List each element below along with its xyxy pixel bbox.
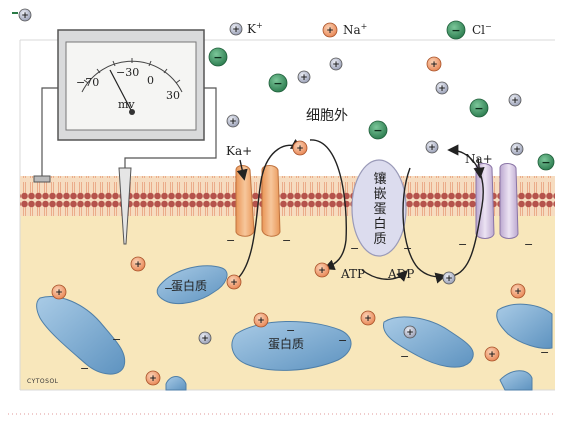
svg-text:+: + xyxy=(296,144,304,154)
ka-channel-label: Ka+ xyxy=(226,144,253,158)
svg-text:+: + xyxy=(332,60,340,70)
na-ion-icon xyxy=(51,22,526,386)
svg-text:+: + xyxy=(201,334,209,344)
svg-text:−: − xyxy=(524,238,533,251)
na-channel xyxy=(475,163,519,239)
svg-text:−: − xyxy=(164,282,173,295)
ground-electrode xyxy=(33,175,51,183)
ion-charges: + + + + + + + + + + + + + + + + + + + + + + + + xyxy=(21,11,522,384)
svg-text:−: − xyxy=(112,333,121,346)
svg-text:−: − xyxy=(540,346,549,359)
svg-text:+: + xyxy=(300,73,308,83)
extracellular-label: 细胞外 xyxy=(306,108,348,124)
svg-text:+: + xyxy=(232,25,240,35)
na-influx-arrow xyxy=(447,144,484,277)
protein-label-2: 蛋白质 xyxy=(268,337,305,351)
svg-text:−: − xyxy=(282,234,291,247)
svg-text:−: − xyxy=(541,156,550,169)
pump-na-arrow xyxy=(402,167,447,284)
meter-tick-minus70: −70 xyxy=(76,76,100,89)
svg-text:−: − xyxy=(474,102,483,115)
negative-charges: − − − − − − − − − − − − − xyxy=(80,234,549,375)
svg-text:+: + xyxy=(428,143,436,153)
probe-wire xyxy=(124,87,217,168)
svg-text:+: + xyxy=(230,278,238,288)
svg-text:−: − xyxy=(338,334,347,347)
svg-text:+: + xyxy=(406,328,414,338)
svg-text:+: + xyxy=(445,274,453,284)
svg-text:−: − xyxy=(400,350,409,363)
svg-text:−: − xyxy=(286,324,295,337)
atp-adp-arrow xyxy=(361,269,408,282)
svg-text:+: + xyxy=(364,314,372,324)
svg-text:−: − xyxy=(451,24,460,37)
cell-membrane xyxy=(20,176,555,216)
svg-text:+: + xyxy=(257,316,265,326)
adp-label: ADP xyxy=(388,267,415,281)
svg-text:−: − xyxy=(213,51,222,64)
svg-text:+: + xyxy=(438,84,446,94)
k-efflux-arrow xyxy=(235,138,303,281)
svg-text:+: + xyxy=(430,60,438,70)
meter-tick-minus30: −30 xyxy=(116,66,140,79)
meter-needle xyxy=(109,69,133,113)
k-ion-icon xyxy=(18,8,524,345)
na-channel-label: Na+ xyxy=(465,152,493,166)
protein-blobs xyxy=(36,265,553,391)
legend-na-label: Na+ xyxy=(343,22,368,37)
svg-text:−: − xyxy=(458,238,467,251)
cytosol-label: CYTOSOL xyxy=(27,378,59,385)
legend-k-label: K+ xyxy=(247,21,263,36)
svg-text:+: + xyxy=(229,117,237,127)
svg-text:−: − xyxy=(373,124,382,137)
reference-wire xyxy=(41,87,58,176)
svg-text:−: − xyxy=(273,77,282,90)
svg-text:+: + xyxy=(513,145,521,155)
embedded-protein-pump xyxy=(351,159,407,257)
pump-k-arrow xyxy=(309,139,347,271)
microelectrode-icon xyxy=(118,167,132,245)
svg-text:−: − xyxy=(403,242,412,255)
svg-text:+: + xyxy=(511,96,519,106)
legend-cl-label: Cl− xyxy=(472,22,492,37)
svg-text:+: + xyxy=(326,26,334,36)
protein-label-1: 蛋白质 xyxy=(171,279,208,293)
ka-label-arrow xyxy=(236,159,248,181)
svg-text:+: + xyxy=(149,374,157,384)
meter-tick-30: 30 xyxy=(166,89,180,102)
meter-tick-0: 0 xyxy=(147,74,154,87)
svg-text:+: + xyxy=(488,350,496,360)
voltmeter-icon xyxy=(57,29,205,141)
svg-text:−: − xyxy=(350,242,359,255)
pump-label: 镶嵌蛋白质 xyxy=(373,172,387,247)
ka-channel xyxy=(235,165,281,237)
svg-text:+: + xyxy=(514,287,522,297)
na-label-arrow xyxy=(473,157,485,179)
atp-label: ATP xyxy=(341,267,366,281)
svg-text:+: + xyxy=(134,260,142,270)
meter-unit: mv xyxy=(118,98,135,111)
svg-text:−: − xyxy=(80,362,89,375)
cl-ion-icon xyxy=(208,20,555,171)
svg-text:+: + xyxy=(55,288,63,298)
svg-text:+: + xyxy=(318,266,326,276)
svg-text:+: + xyxy=(21,11,29,21)
svg-text:−: − xyxy=(226,234,235,247)
